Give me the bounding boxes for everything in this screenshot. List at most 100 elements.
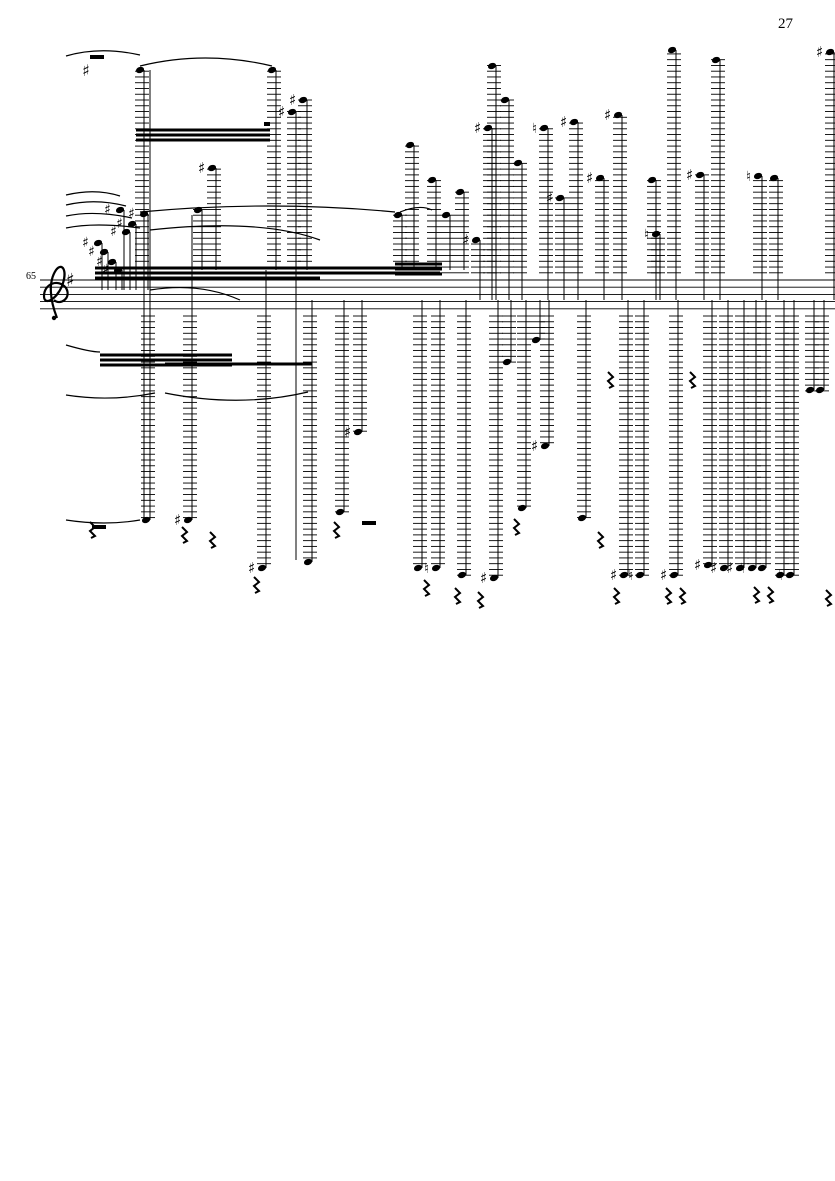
note-head [569, 118, 579, 126]
slur [65, 50, 141, 57]
sharp-icon: ♯ [710, 559, 717, 577]
quarter-rest-icon [678, 587, 687, 605]
sharp-icon: ♯ [546, 189, 553, 207]
note-head [815, 386, 825, 394]
note-head [413, 564, 423, 572]
natural-icon: ♮ [644, 227, 649, 243]
quarter-rest-icon [824, 589, 833, 607]
note-head [455, 188, 465, 196]
rests [88, 55, 833, 609]
note-head [405, 141, 415, 149]
note-head [427, 176, 437, 184]
note-head [121, 228, 131, 236]
sharp-icon: ♯ [198, 159, 205, 177]
note-head [502, 358, 512, 366]
note-head [441, 211, 451, 219]
sharp-icon: ♯ [88, 244, 95, 260]
note-head [753, 172, 763, 180]
sharp-icon: ♯ [531, 437, 538, 455]
note-head [540, 442, 550, 450]
quarter-rest-icon [180, 526, 189, 544]
note-head [775, 571, 785, 579]
slur [139, 57, 273, 67]
note-head [257, 564, 267, 572]
sharp-icon: ♯ [586, 169, 593, 187]
note-head [769, 174, 779, 182]
sharp-icon: ♯ [110, 224, 117, 240]
quarter-rest-icon [688, 371, 697, 389]
sharp-icon: ♯ [344, 423, 351, 441]
quarter-rest-icon [252, 576, 261, 594]
note-head [695, 171, 705, 179]
sharp-icon: ♯ [474, 119, 481, 137]
note-head [747, 564, 757, 572]
note-head [703, 561, 713, 569]
sharp-icon: ♯ [686, 166, 693, 184]
note-head [635, 571, 645, 579]
note-head [193, 206, 203, 214]
note-head [298, 96, 308, 104]
note-head [93, 239, 103, 247]
note-head [719, 564, 729, 572]
note-head [619, 571, 629, 579]
note-head [489, 574, 499, 582]
note-head [483, 124, 493, 132]
sharp-icon: ♯ [82, 61, 90, 80]
note-head [303, 558, 313, 566]
sharp-icon: ♯ [174, 511, 181, 529]
slur [65, 212, 133, 219]
note-head [577, 514, 587, 522]
note-head [531, 336, 541, 344]
quarter-rest-icon [752, 586, 761, 604]
note-head [517, 504, 527, 512]
note-heads [93, 46, 835, 582]
sharp-icon: ♯ [660, 566, 667, 584]
treble-clef-icon [42, 265, 69, 321]
sharp-icon: ♯ [480, 569, 487, 587]
slurs [65, 50, 433, 524]
quarter-rest-icon [332, 521, 341, 539]
sharp-icon: ♯ [604, 106, 611, 124]
natural-icon: ♮ [746, 169, 751, 185]
note-head [335, 508, 345, 516]
note-head [595, 174, 605, 182]
quarter-rest-icon [208, 531, 217, 549]
quarter-rest-icon [606, 371, 615, 389]
slur [65, 392, 156, 399]
note-head [487, 62, 497, 70]
beams [95, 128, 442, 367]
note-head [267, 66, 277, 74]
quarter-rest-icon [612, 587, 621, 605]
sharp-icon: ♯ [610, 566, 617, 584]
quarter-rest-icon [422, 579, 431, 597]
note-head [183, 516, 193, 524]
sharp-icon: ♯ [560, 113, 567, 131]
natural-icon: ♮ [740, 561, 745, 577]
natural-icon: ♮ [778, 568, 783, 584]
note-stems [101, 50, 835, 578]
slur [65, 224, 141, 229]
note-head [711, 56, 721, 64]
accidentals: ♯♯♯♯♯♯♮♯♯♯♮♯♯♯♯♯♯♮♮♯♯♯♯♯♮♮♮♯♯♯♯♯♯♯♯♯♯ [82, 43, 823, 587]
note-head [825, 48, 835, 56]
slur [149, 225, 321, 241]
sharp-icon: ♯ [726, 559, 733, 577]
note-head [757, 564, 767, 572]
quarter-rest-icon [664, 587, 673, 605]
note-head [393, 211, 403, 219]
note-head [457, 571, 467, 579]
note-head [135, 66, 145, 74]
note-head [127, 220, 137, 228]
slur [139, 205, 396, 213]
sharp-icon: ♯ [128, 206, 135, 222]
note-head [555, 194, 565, 202]
sharp-icon: ♯ [248, 559, 255, 577]
ledger-lines [135, 53, 835, 576]
natural-icon: ♮ [532, 121, 537, 137]
note-head [513, 159, 523, 167]
slur [65, 201, 127, 207]
sharp-icon: ♯ [104, 202, 111, 218]
staff [40, 279, 835, 310]
note-head [500, 96, 510, 104]
